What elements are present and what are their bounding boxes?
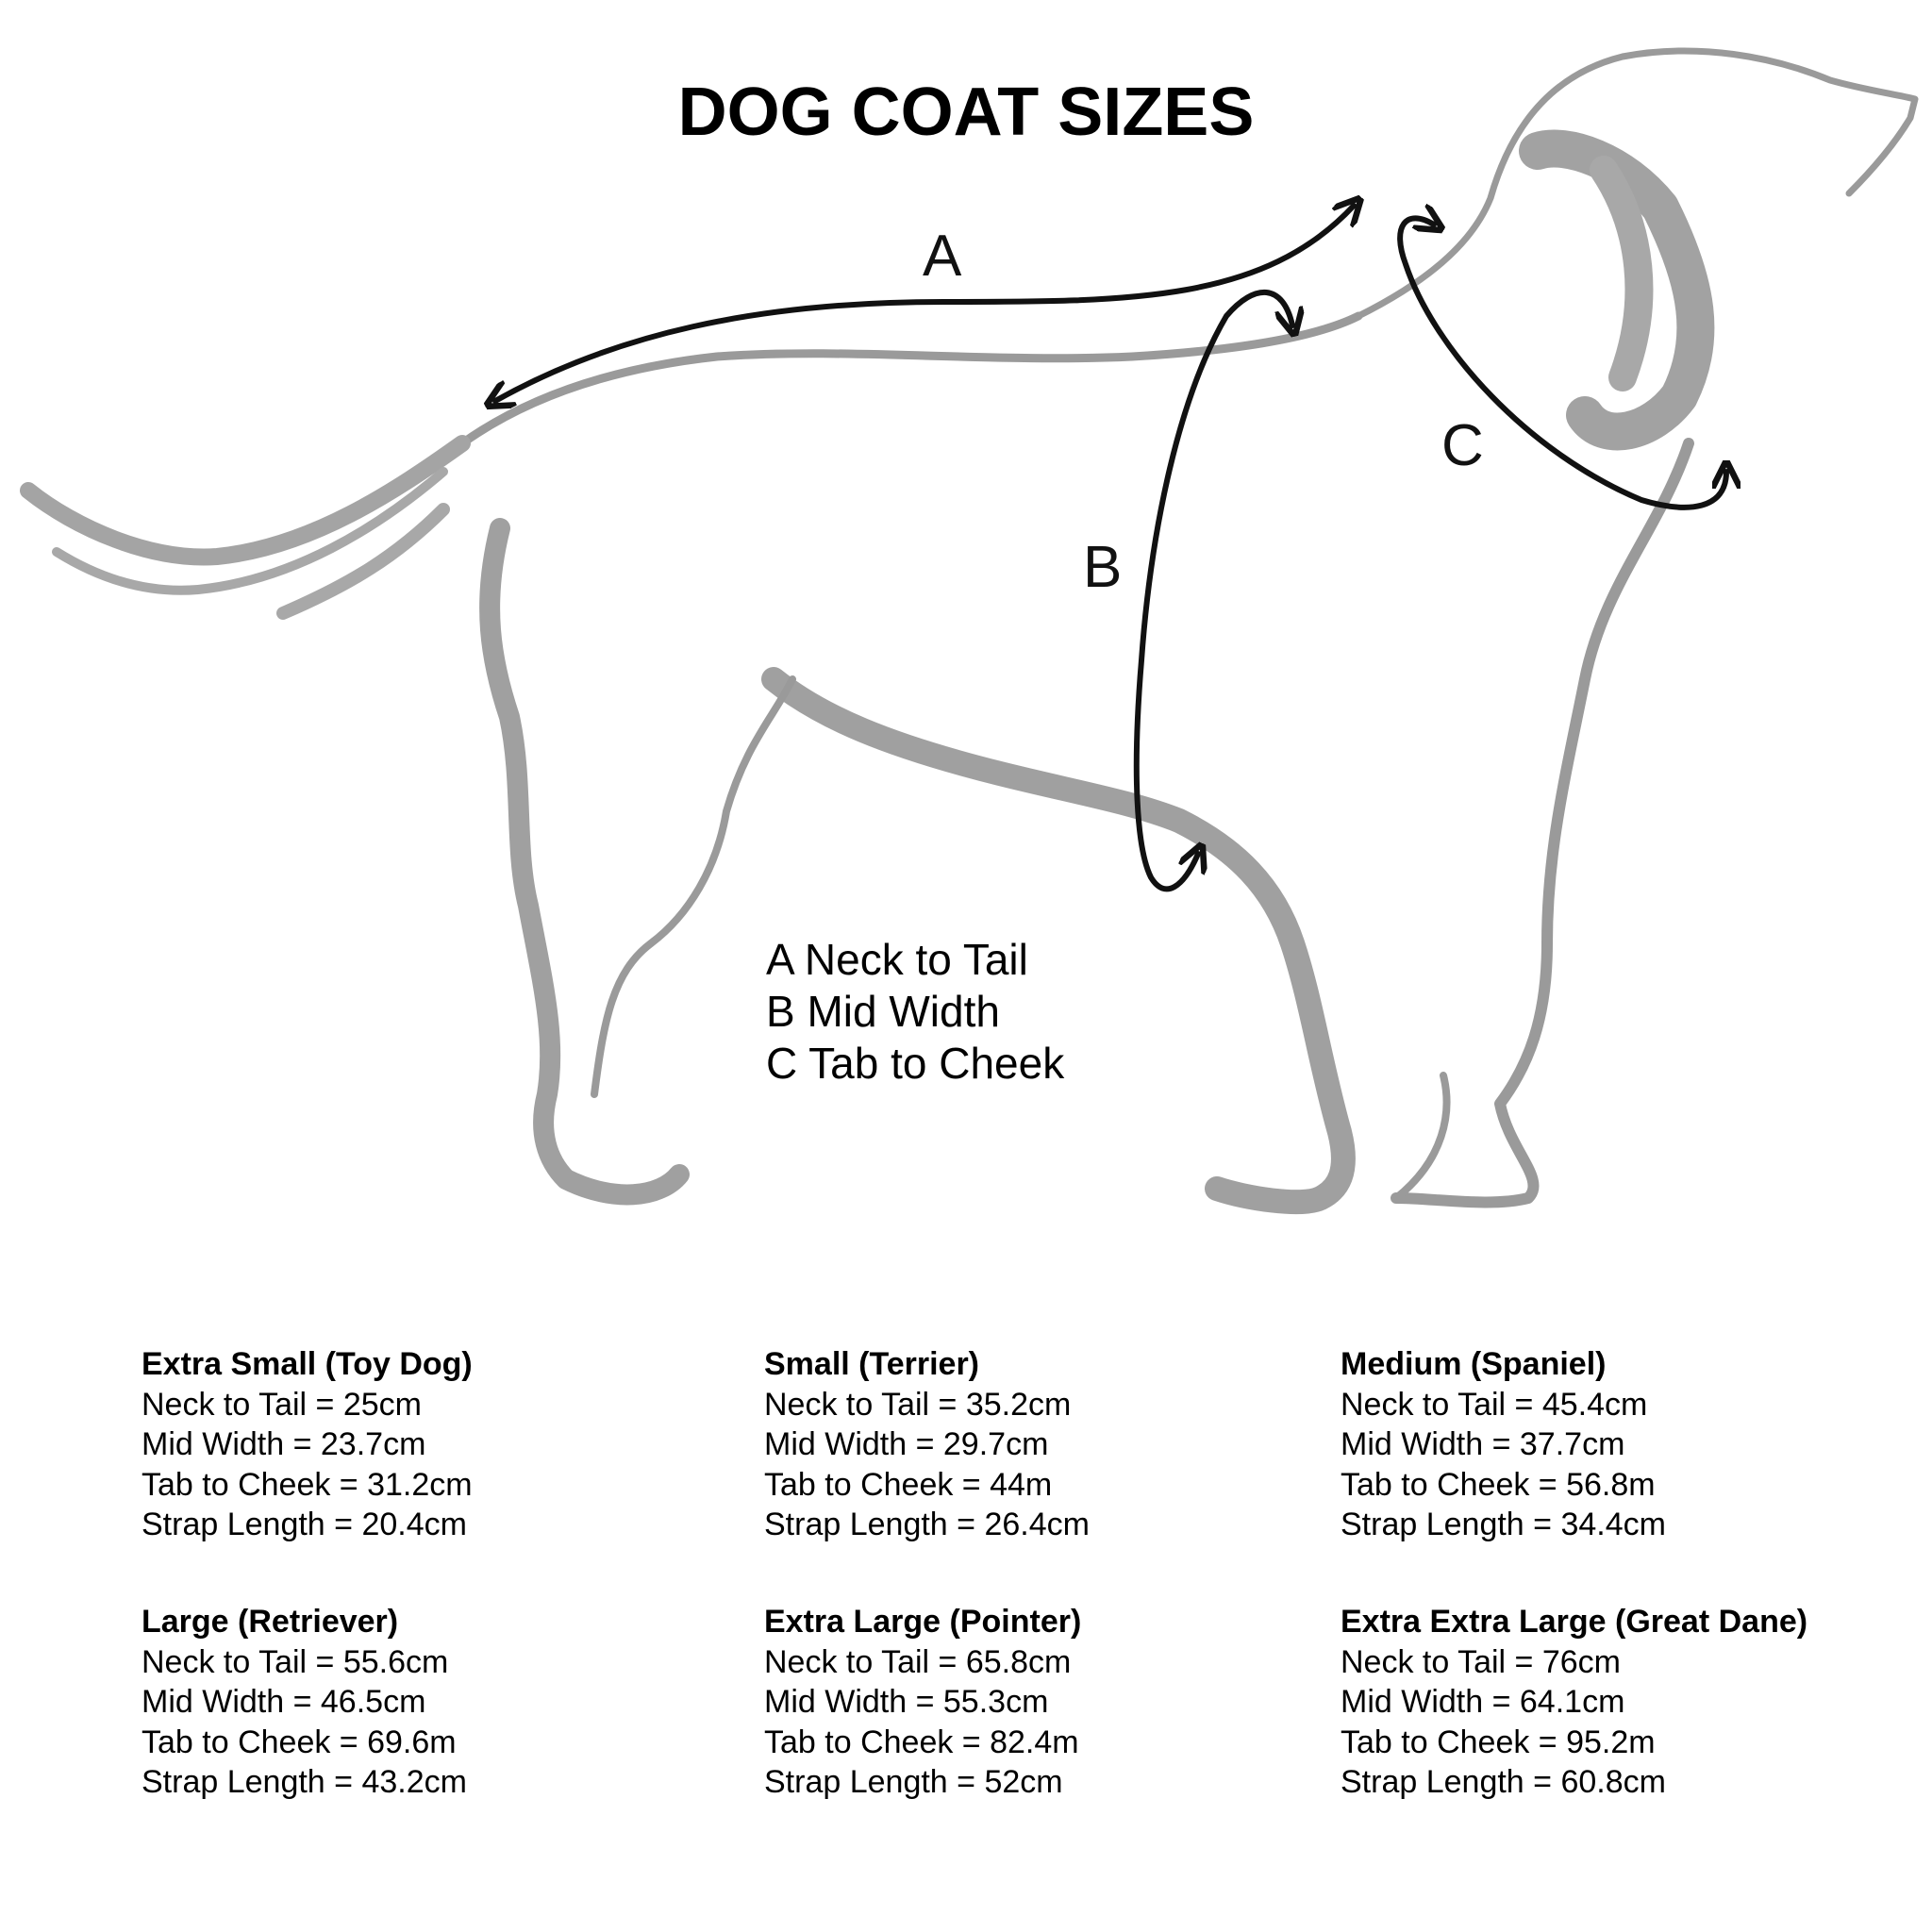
strap-length: Strap Length = 34.4cm: [1341, 1507, 1666, 1542]
strap-length: Strap Length = 60.8cm: [1341, 1764, 1666, 1800]
strap-length: Strap Length = 52cm: [764, 1764, 1063, 1800]
size-heading: Small (Terrier): [764, 1346, 980, 1382]
neck-to-tail: Neck to Tail = 65.8cm: [764, 1643, 1072, 1680]
arrow-a-neck-to-tail: [495, 206, 1354, 401]
size-heading: Large (Retriever): [142, 1604, 399, 1640]
legend-item-a: A Neck to Tail: [766, 935, 1028, 984]
legend-item-b: B Mid Width: [766, 987, 1000, 1036]
mid-width: Mid Width = 55.3cm: [764, 1684, 1049, 1720]
tab-to-cheek: Tab to Cheek = 69.6m: [142, 1724, 457, 1760]
strap-length: Strap Length = 43.2cm: [142, 1764, 467, 1800]
size-heading: Extra Small (Toy Dog): [142, 1346, 473, 1382]
measurement-arrows: [495, 206, 1726, 892]
neck-to-tail: Neck to Tail = 55.6cm: [142, 1643, 449, 1680]
tab-to-cheek: Tab to Cheek = 95.2m: [1341, 1724, 1656, 1760]
strap-length: Strap Length = 26.4cm: [764, 1507, 1090, 1542]
mid-width: Mid Width = 46.5cm: [142, 1684, 426, 1720]
label-a: A: [923, 224, 962, 289]
measurement-legend: A Neck to Tail B Mid Width C Tab to Chee…: [766, 934, 1064, 1090]
size-large: Large (Retriever) Neck to Tail = 55.6cm …: [142, 1602, 467, 1803]
tab-to-cheek: Tab to Cheek = 31.2cm: [142, 1466, 473, 1503]
tab-to-cheek: Tab to Cheek = 56.8m: [1341, 1466, 1656, 1503]
neck-to-tail: Neck to Tail = 25cm: [142, 1386, 423, 1423]
size-heading: Medium (Spaniel): [1341, 1346, 1607, 1382]
arrow-b-mid-width: [1133, 290, 1292, 892]
arrow-c-tab-to-cheek: [1397, 218, 1726, 510]
page-title: DOG COAT SIZES: [677, 75, 1255, 150]
mid-width: Mid Width = 64.1cm: [1341, 1684, 1625, 1720]
tab-to-cheek: Tab to Cheek = 44m: [764, 1466, 1053, 1503]
mid-width: Mid Width = 23.7cm: [142, 1426, 426, 1462]
size-heading: Extra Extra Large (Great Dane): [1341, 1604, 1808, 1640]
strap-length: Strap Length = 20.4cm: [142, 1507, 467, 1542]
neck-to-tail: Neck to Tail = 45.4cm: [1341, 1386, 1648, 1423]
mid-width: Mid Width = 29.7cm: [764, 1426, 1049, 1462]
neck-to-tail: Neck to Tail = 76cm: [1341, 1643, 1622, 1680]
size-small: Small (Terrier) Neck to Tail = 35.2cm Mi…: [764, 1344, 1090, 1545]
neck-to-tail: Neck to Tail = 35.2cm: [764, 1386, 1072, 1423]
mid-width: Mid Width = 37.7cm: [1341, 1426, 1625, 1462]
size-heading: Extra Large (Pointer): [764, 1604, 1082, 1640]
size-extra-large: Extra Large (Pointer) Neck to Tail = 65.…: [764, 1602, 1081, 1803]
size-extra-extra-large: Extra Extra Large (Great Dane) Neck to T…: [1341, 1602, 1807, 1803]
label-b: B: [1083, 535, 1123, 600]
label-c: C: [1441, 413, 1484, 478]
tab-to-cheek: Tab to Cheek = 82.4m: [764, 1724, 1079, 1760]
legend-item-c: C Tab to Cheek: [766, 1039, 1065, 1088]
size-extra-small: Extra Small (Toy Dog) Neck to Tail = 25c…: [142, 1344, 473, 1545]
size-medium: Medium (Spaniel) Neck to Tail = 45.4cm M…: [1341, 1344, 1666, 1545]
